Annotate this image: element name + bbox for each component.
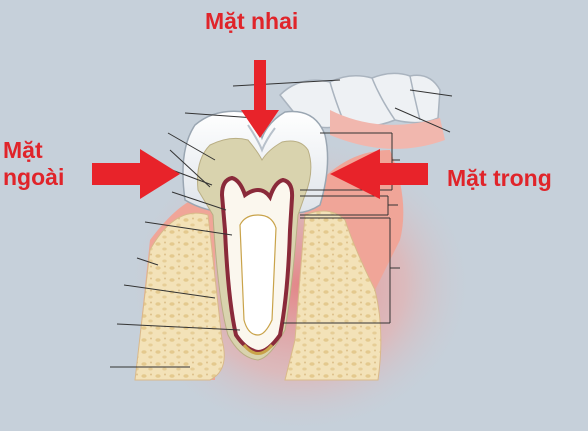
leader-lines [110, 79, 453, 368]
arrow-down-icon [241, 60, 279, 138]
occlusal-groove [247, 124, 276, 153]
label-occlusal-surface: Mặt nhai [205, 8, 299, 34]
arrow-right-icon [92, 149, 180, 199]
alveolar-bone-left [134, 212, 225, 381]
arrow-left-icon [330, 149, 428, 199]
arrows [92, 60, 428, 199]
label-buccal-surface-line1: Mặt [3, 137, 43, 163]
apex [242, 344, 274, 355]
label-buccal-surface-line2: ngoài [3, 164, 65, 190]
pulp-canal-inner [239, 214, 277, 336]
label-lingual-surface: Mặt trong [447, 165, 552, 191]
alveolar-bone-right [284, 210, 382, 381]
back-teeth [278, 72, 445, 149]
